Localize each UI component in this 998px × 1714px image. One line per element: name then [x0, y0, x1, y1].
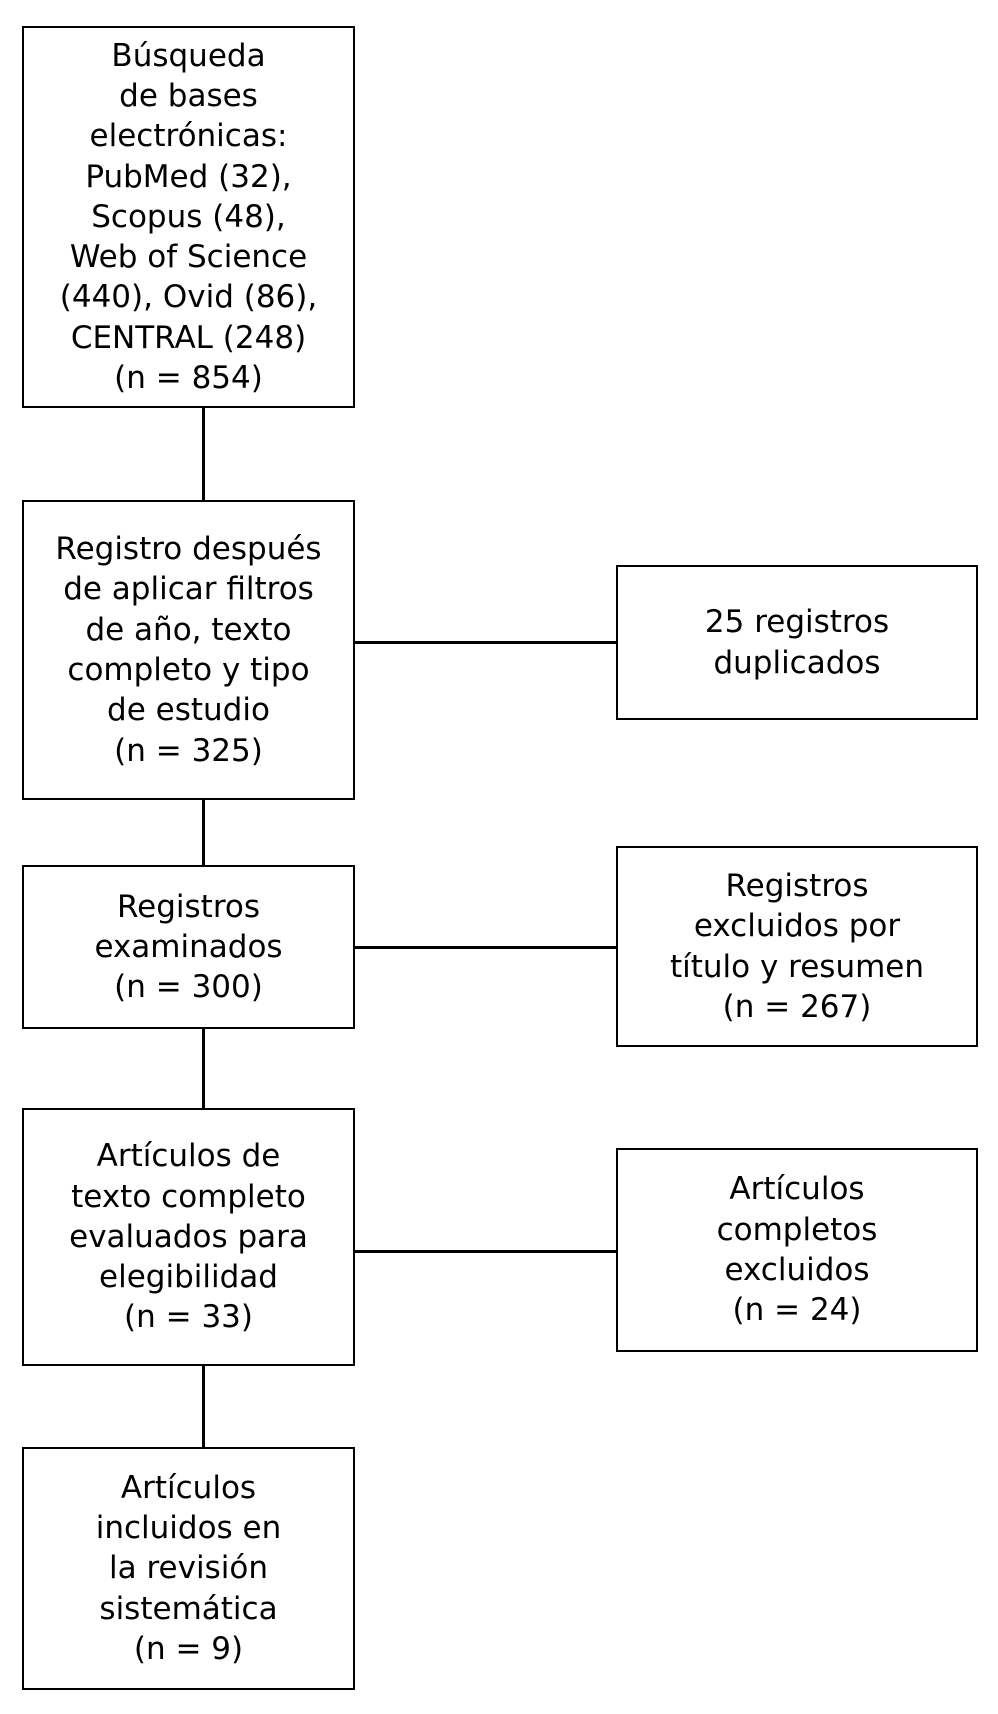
box-fulltext-eligibility-label: Artículos de texto completo evaluados pa…	[69, 1138, 308, 1336]
box-duplicate-records-label: 25 registros duplicados	[704, 604, 890, 681]
box-excluded-fulltext-label: Artículos completos excluidos (n = 24)	[716, 1171, 878, 1329]
box-excluded-fulltext: Artículos completos excluidos (n = 24)	[616, 1148, 978, 1352]
box-identification-records-label: Búsqueda de bases electrónicas: PubMed (…	[59, 37, 318, 397]
connector-filters-to-duplicates	[353, 641, 618, 644]
box-records-after-filters-label: Registro después de aplicar filtros de a…	[55, 531, 322, 769]
box-records-screened: Registros examinados (n = 300)	[22, 865, 355, 1029]
box-fulltext-eligibility: Artículos de texto completo evaluados pa…	[22, 1108, 355, 1366]
connector-eligibility-to-included	[202, 1364, 205, 1447]
connector-filters-to-screened	[202, 798, 205, 867]
connector-identification-to-filters	[202, 406, 205, 502]
connector-screened-to-excluded-title-abstract	[353, 946, 618, 949]
box-records-screened-label: Registros examinados (n = 300)	[94, 888, 283, 1006]
box-articles-included: Artículos incluidos en la revisión siste…	[22, 1447, 355, 1690]
connector-screened-to-eligibility	[202, 1027, 205, 1110]
box-duplicate-records: 25 registros duplicados	[616, 565, 978, 720]
box-articles-included-label: Artículos incluidos en la revisión siste…	[95, 1469, 282, 1667]
box-excluded-title-abstract: Registros excluidos por título y resumen…	[616, 846, 978, 1047]
box-excluded-title-abstract-label: Registros excluidos por título y resumen…	[669, 867, 925, 1025]
box-identification-records: Búsqueda de bases electrónicas: PubMed (…	[22, 26, 355, 408]
connector-eligibility-to-excluded-fulltext	[353, 1250, 618, 1253]
box-records-after-filters: Registro después de aplicar filtros de a…	[22, 500, 355, 800]
